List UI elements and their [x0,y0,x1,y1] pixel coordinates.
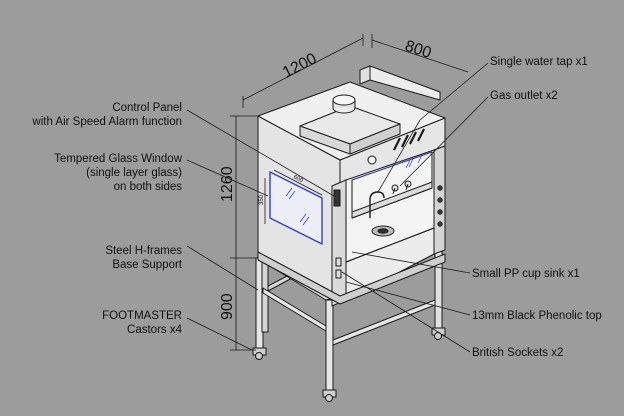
callout-glass-window-line2: (single layer glass) [86,167,182,179]
dimension-window-width: 600 [292,174,304,184]
dimension-window-height: 350 [259,194,265,205]
cabinet-plinth [257,251,446,305]
callout-cup-sink: Small PP cup sink x1 [472,268,580,280]
callout-castors-line2: Castors x4 [127,324,182,336]
exhaust-housing [299,94,401,155]
callout-castors-line1: FOOTMASTER [102,310,182,322]
callout-glass-window-line1: Tempered Glass Window [54,153,182,165]
control-panel-slots [393,128,425,151]
callout-phenolic-top: 13mm Black Phenolic top [472,310,602,322]
water-tap [369,191,385,218]
callout-glass-window: Tempered Glass Window (single layer glas… [54,152,182,194]
callout-glass-window-line3: on both sides [113,181,182,193]
dimension-base-height: 900 [219,293,236,320]
side-glass-window [269,171,323,245]
callout-control-panel-line1: Control Panel [112,102,182,114]
castor-wheels [252,327,446,402]
callout-sockets: British Sockets x2 [472,347,564,359]
control-panel-box [333,189,341,207]
dimension-depth: 800 [403,38,434,62]
callout-castors: FOOTMASTER Castors x4 [102,309,182,337]
gas-outlets [391,180,412,195]
callout-h-frames-line2: Base Support [112,259,182,271]
callout-h-frames: Steel H-frames Base Support [105,244,182,272]
leader-lines [186,62,489,353]
dimension-height: 1260 [219,166,236,202]
callout-water-tap: Single water tap x1 [490,56,588,68]
air-speed-alarm-gauge [367,155,377,165]
service-knobs [437,185,443,227]
callout-h-frames-line1: Steel H-frames [105,245,182,257]
callout-control-panel: Control Panel with Air Speed Alarm funct… [32,101,182,129]
british-sockets [335,257,342,279]
rear-upstand [359,65,441,101]
dimension-width: 1200 [280,50,320,81]
callout-gas-outlet: Gas outlet x2 [490,90,558,102]
callout-control-panel-line2: with Air Speed Alarm function [32,116,182,128]
dimension-lines [230,34,469,351]
